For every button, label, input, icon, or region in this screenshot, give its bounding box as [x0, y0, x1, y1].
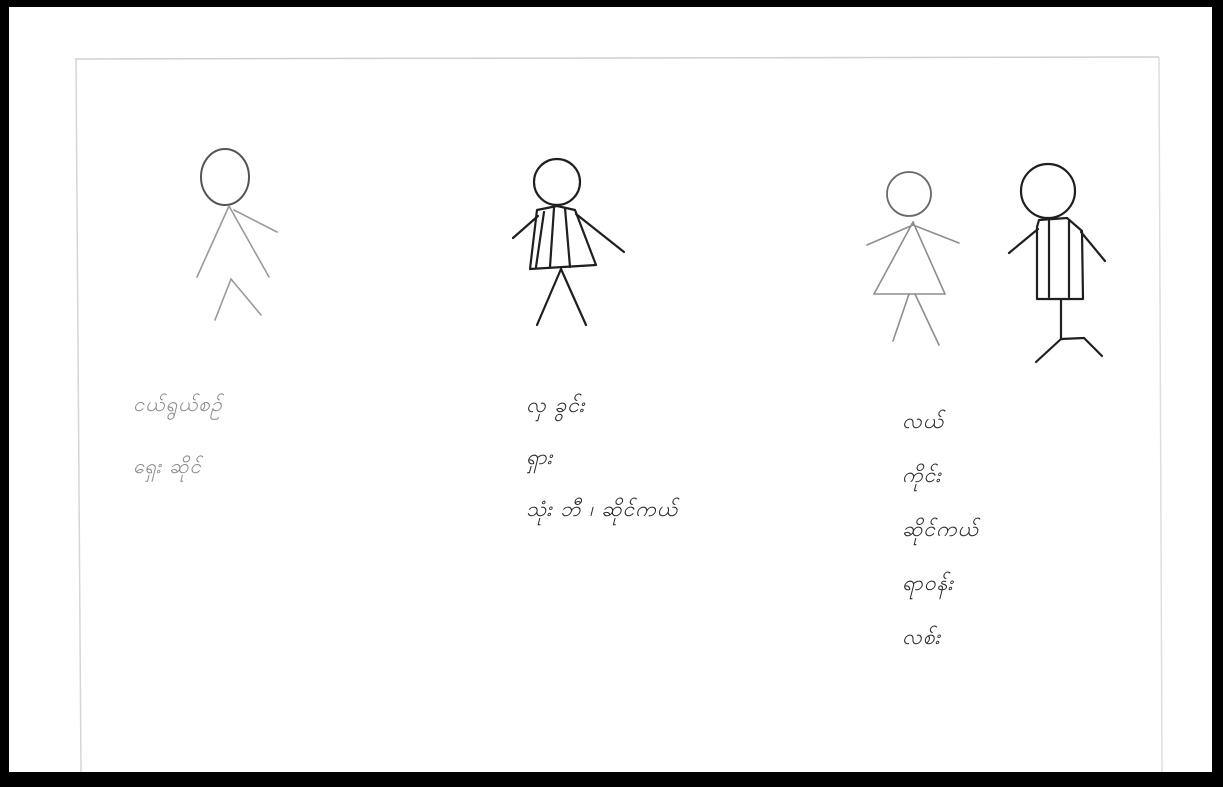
- caption-middle-line-2: ရှား: [526, 431, 678, 483]
- figure-adult-dressed: [513, 159, 624, 325]
- caption-right-line-5: လစ်း: [902, 610, 979, 664]
- caption-middle-line-1: လှ ခွင်း: [526, 379, 678, 431]
- caption-right-line-4: ရာဝန်း: [902, 556, 979, 610]
- paper-sheet: ငယ်ရွယ်စဉ် ရှေး ဆိုင် လှ ခွင်း ရှား သုံး…: [9, 7, 1212, 772]
- caption-middle-line-3: သုံး ဘီ ၊ ဆိုင်ကယ်: [526, 483, 678, 535]
- caption-middle: လှ ခွင်း ရှား သုံး ဘီ ၊ ဆိုင်ကယ်: [526, 379, 678, 535]
- figure-man-dressed: [1009, 164, 1105, 362]
- caption-right-line-1: လယ်: [902, 394, 979, 448]
- figure-woman: [867, 172, 959, 345]
- caption-left-line-2: ရှေး ဆိုင်: [133, 435, 223, 497]
- caption-right-line-2: ကိုင်း: [902, 448, 979, 502]
- figure-child: [197, 149, 277, 320]
- caption-left-line-1: ငယ်ရွယ်စဉ်: [133, 373, 223, 435]
- caption-left: ငယ်ရွယ်စဉ် ရှေး ဆိုင်: [133, 373, 223, 497]
- caption-right-line-3: ဆိုင်ကယ်: [902, 502, 979, 556]
- caption-right: လယ် ကိုင်း ဆိုင်ကယ် ရာဝန်း လစ်း: [902, 394, 979, 664]
